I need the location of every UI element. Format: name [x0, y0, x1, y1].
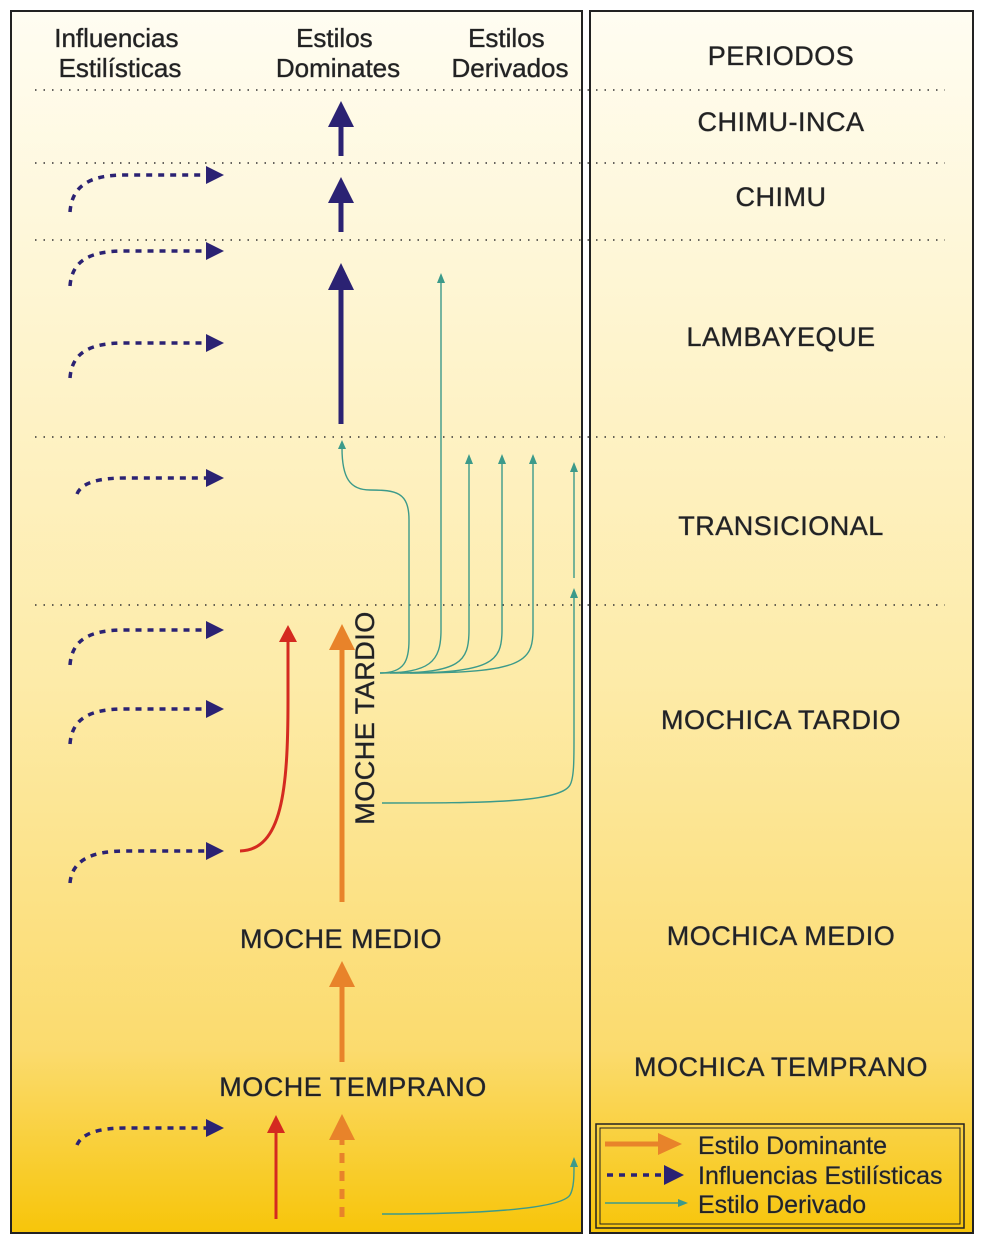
- period-chimu: CHIMU: [736, 182, 827, 212]
- dominant-navy-arrows: [328, 101, 354, 424]
- period-transicional: TRANSICIONAL: [678, 511, 884, 541]
- period-lambayeque: LAMBAYEQUE: [686, 322, 875, 352]
- period-mochica-medio: MOCHICA MEDIO: [667, 921, 896, 951]
- style-moche-tardio: MOCHE TARDIO: [350, 611, 380, 825]
- period-mochica-temprano: MOCHICA TEMPRANO: [634, 1052, 928, 1082]
- header-influences: Influencias Estilísticas: [54, 23, 186, 83]
- right-panel: [589, 10, 974, 1234]
- legend-box: [595, 1123, 965, 1229]
- influence-arrows: [68, 166, 224, 1146]
- period-labels: CHIMU-INCA CHIMU LAMBAYEQUE TRANSICIONAL…: [634, 107, 928, 1083]
- style-moche-medio: MOCHE MEDIO: [240, 924, 442, 954]
- legend-dominant-label: Estilo Dominante: [698, 1132, 887, 1160]
- header-dominant: Estilos Dominates: [276, 23, 400, 83]
- legend: Estilo Dominante Influencias Estilística…: [595, 1123, 965, 1229]
- style-moche-temprano: MOCHE TEMPRANO: [219, 1072, 487, 1102]
- derived-style-arrows: [338, 273, 578, 1215]
- period-mochica-tardio: MOCHICA TARDIO: [661, 705, 901, 735]
- period-chimu-inca: CHIMU-INCA: [698, 107, 865, 137]
- legend-influence-label: Influencias Estilísticas: [698, 1162, 943, 1190]
- header-periods: PERIODOS: [708, 41, 855, 71]
- red-arrows: [239, 625, 297, 1219]
- header-derived: Estilos Derivados: [451, 23, 568, 83]
- legend-derived-label: Estilo Derivado: [698, 1191, 866, 1219]
- dominant-orange-arrows: [329, 624, 355, 1217]
- left-panel: [10, 10, 583, 1234]
